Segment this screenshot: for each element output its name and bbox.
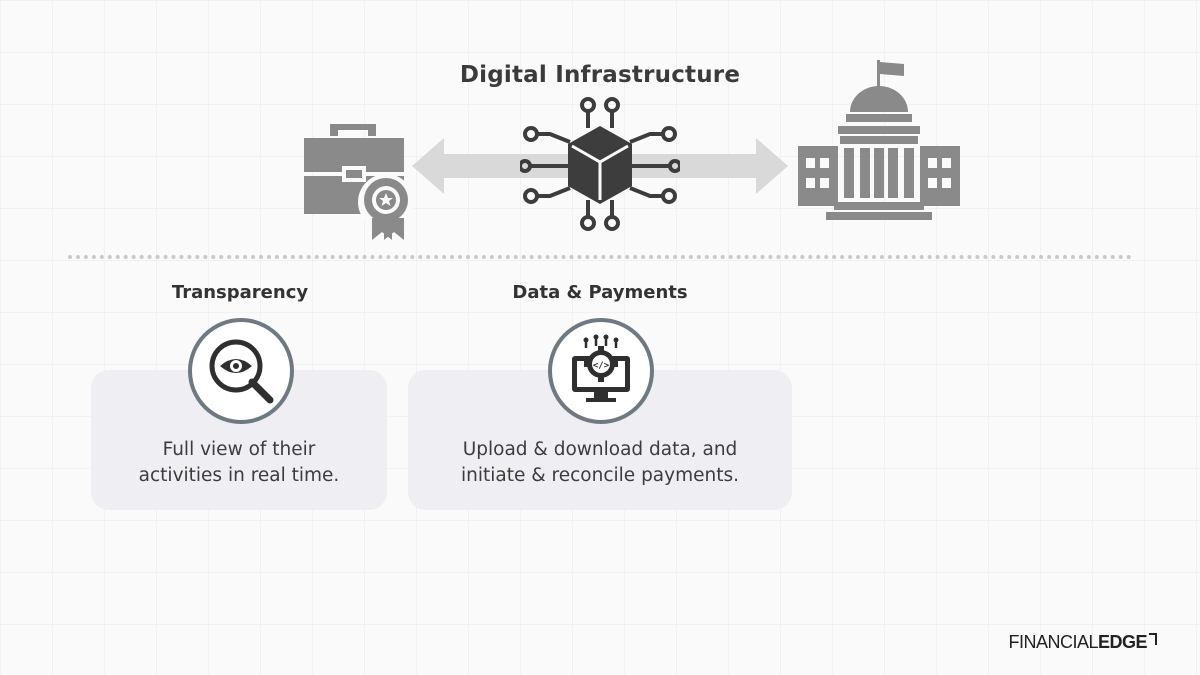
card-text-line: Upload & download data, and [462, 439, 738, 460]
magnifier-eye-icon [209, 339, 274, 404]
financial-edge-logo: FINANCIALEDGE [1008, 632, 1158, 653]
logo-corner-mark [1149, 633, 1157, 645]
network-cube-icon [520, 97, 680, 231]
card-title-data-payments: Data & Payments [512, 282, 688, 303]
transparency-icon-circle [188, 318, 294, 424]
data-payments-icon-circle: </> [548, 318, 654, 424]
logo-text-part1: FINANCIAL [1008, 632, 1098, 652]
diagram-title: Digital Infrastructure [459, 62, 741, 88]
card-text-line: initiate & reconcile payments. [461, 465, 739, 486]
svg-text:</>: </> [593, 361, 610, 371]
card-title-transparency: Transparency [171, 282, 309, 303]
computer-code-gear-icon: </> [572, 334, 630, 402]
card-text-line: activities in real time. [138, 465, 340, 486]
card-text-data-payments: Upload & download data, and initiate & r… [408, 437, 792, 489]
card-text-transparency: Full view of their activities in real ti… [91, 437, 387, 489]
card-text-line: Full view of their [162, 439, 316, 460]
section-divider [68, 255, 1132, 259]
briefcase-badge-icon [304, 124, 414, 240]
logo-text-part2: EDGE [1097, 632, 1148, 652]
government-building-icon [798, 60, 960, 220]
